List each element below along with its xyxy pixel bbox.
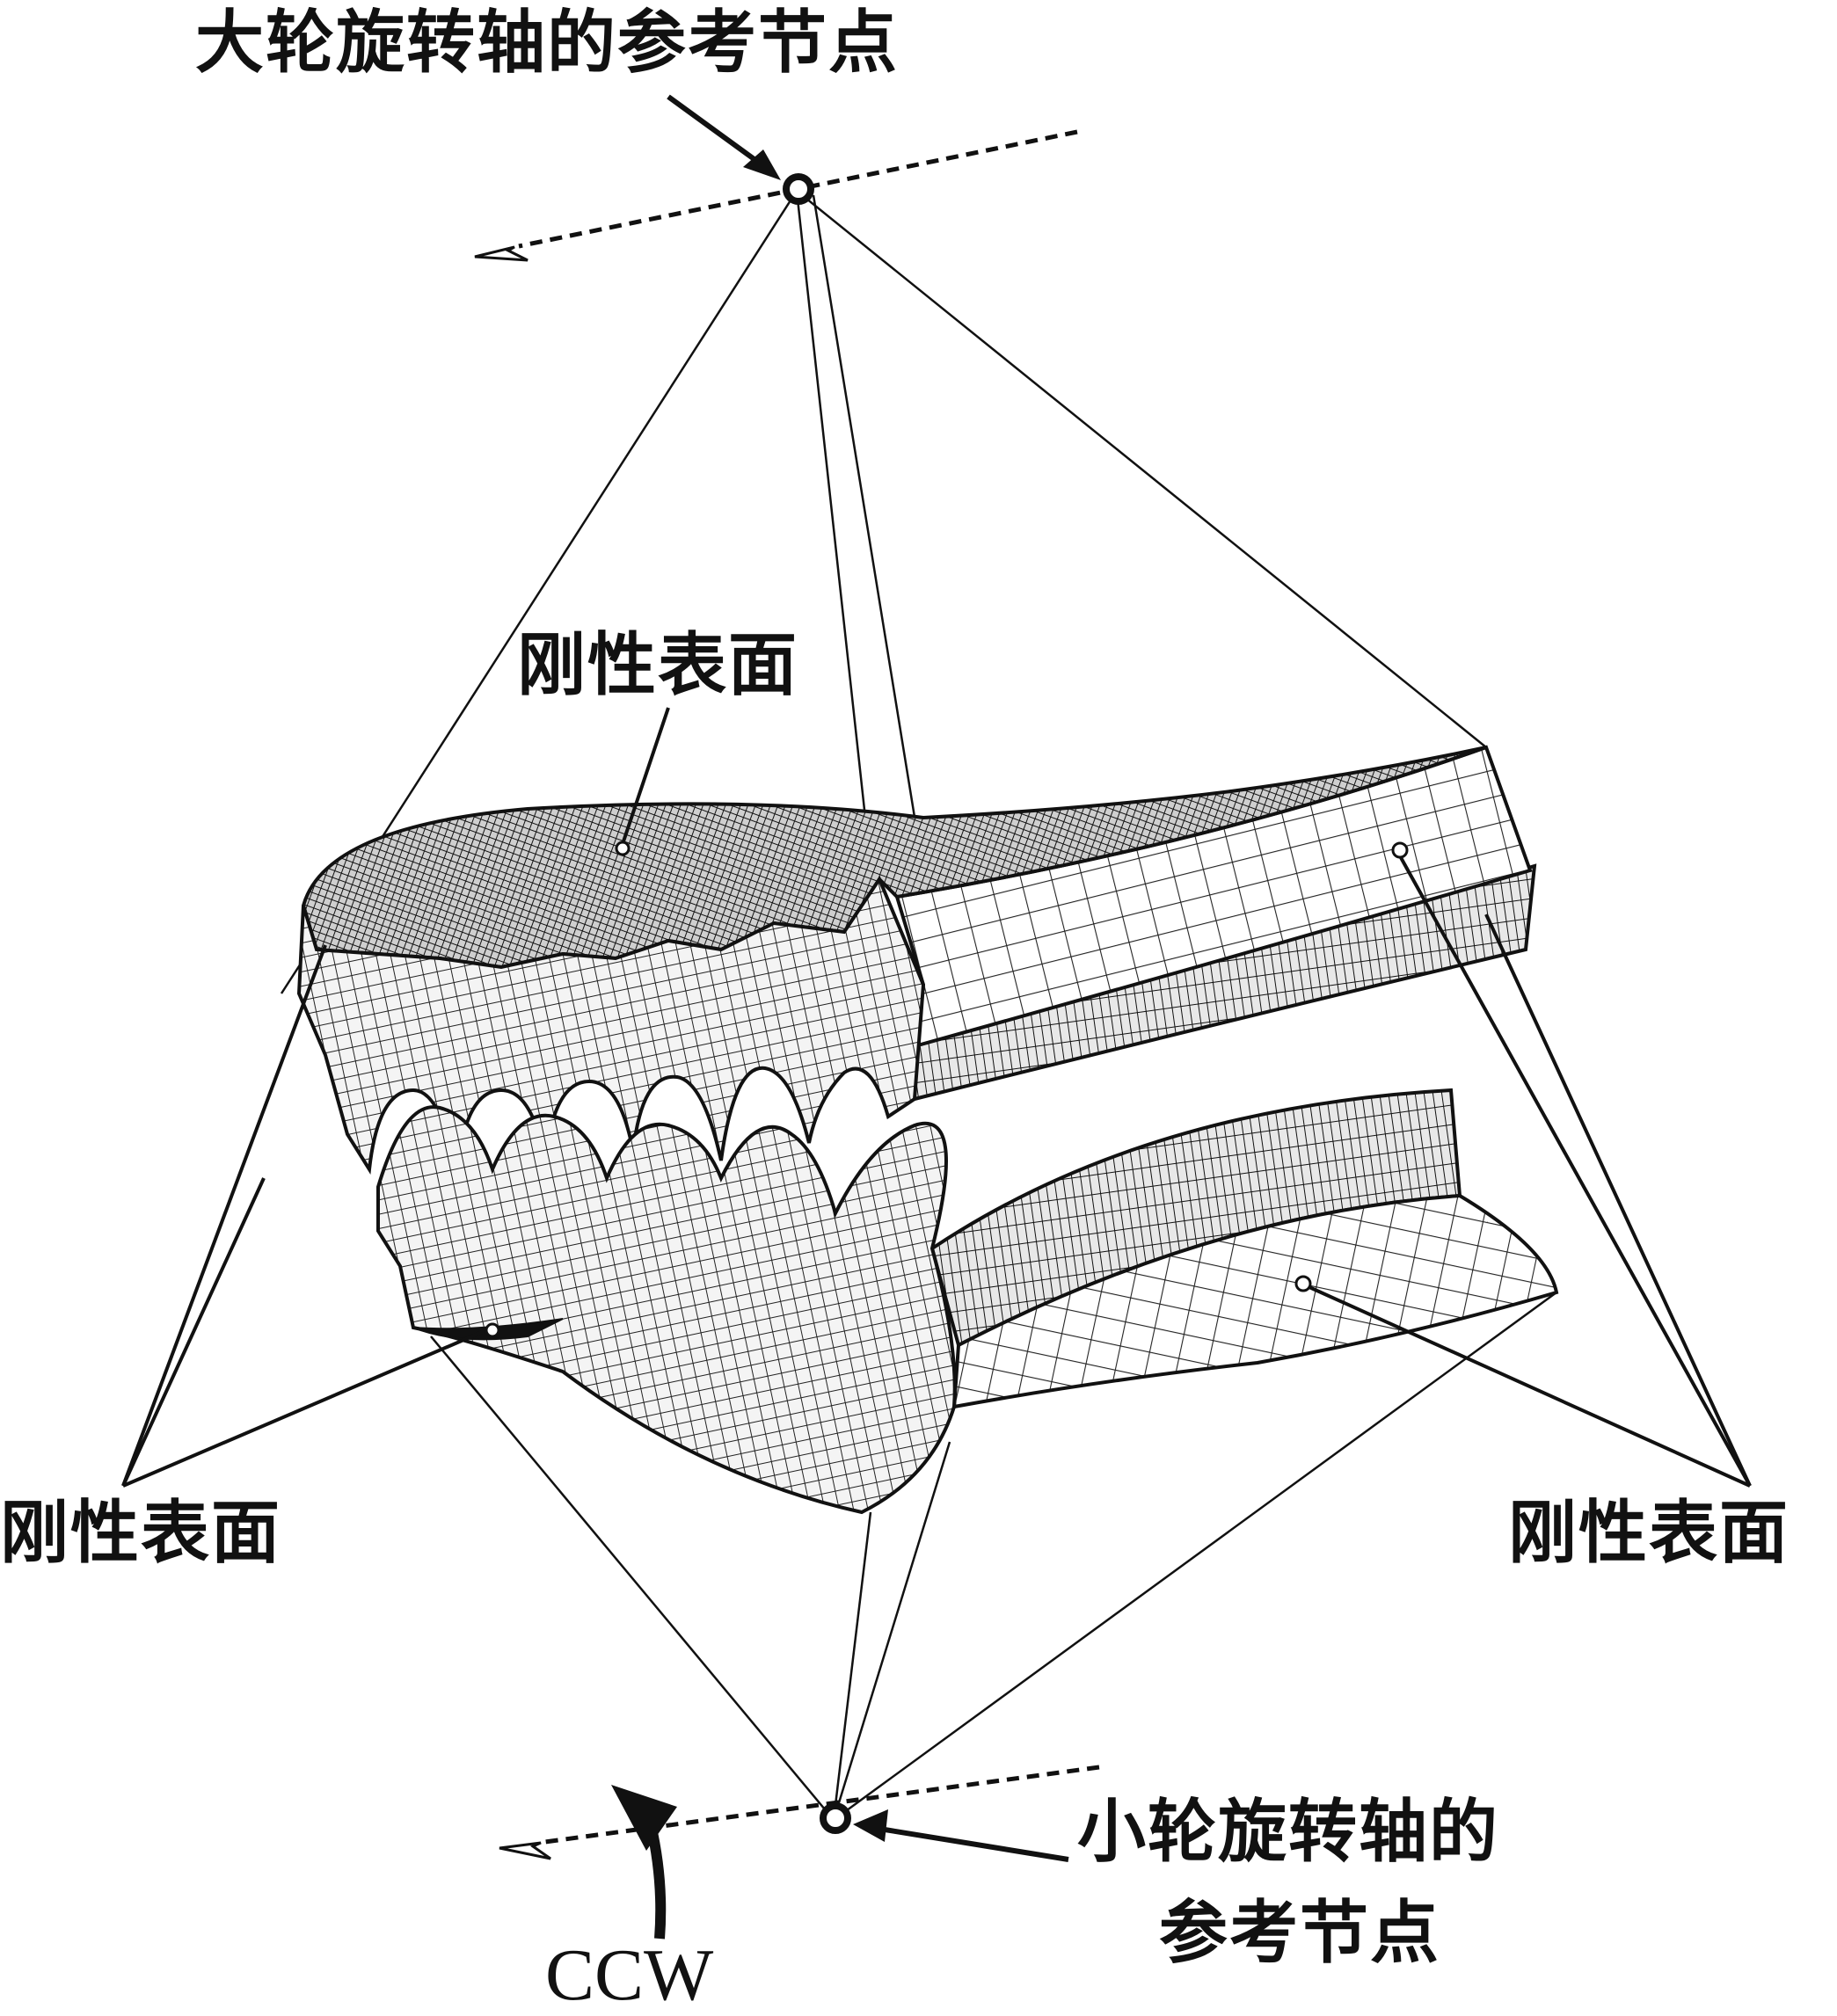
- rigid-surface-left-label: 刚性表面: [0, 1493, 282, 1573]
- ccw-rotation-arrow: [611, 1785, 677, 1940]
- leader-right-3: [1396, 852, 1752, 1487]
- rigid-surface-right-label: 刚性表面: [1508, 1493, 1790, 1573]
- rigid-surface-top-label: 刚性表面: [517, 625, 799, 705]
- gear-body: [296, 745, 1537, 1175]
- leader-left-1: [121, 1177, 266, 1487]
- leader-left-3: [121, 944, 327, 1487]
- surface-markers: [485, 841, 1409, 1338]
- pinion-ref-node-pointer: [853, 1809, 1069, 1862]
- pinion-body: [376, 1088, 1559, 1515]
- gear-reference-node: [783, 173, 814, 205]
- leader-right-1: [1484, 913, 1752, 1487]
- pinion-reference-node: [820, 1802, 851, 1834]
- pinion-axis-arrowhead: [499, 1841, 551, 1860]
- leader-top: [621, 707, 670, 845]
- leader-right-2: [1301, 1282, 1751, 1488]
- pinion-coupling-lines: [430, 1291, 1557, 1822]
- pinion-ref-node-label-line1: 小轮旋转轴的: [1077, 1792, 1500, 1872]
- pinion-rotation-axis: [499, 1765, 1100, 1860]
- ccw-label: CCW: [545, 1934, 714, 2016]
- leader-lines: [121, 707, 1752, 1488]
- gear-ref-node-label: 大轮旋转轴的参考节点: [195, 3, 900, 83]
- gear-ref-node-pointer: [667, 94, 781, 180]
- gear-coupling-lines: [280, 190, 1487, 994]
- leader-left-2: [122, 1326, 493, 1488]
- pinion-ref-node-label-line2: 参考节点: [1159, 1893, 1441, 1973]
- gear-rotation-axis: [474, 129, 1078, 262]
- gear-axis-arrowhead: [474, 245, 529, 262]
